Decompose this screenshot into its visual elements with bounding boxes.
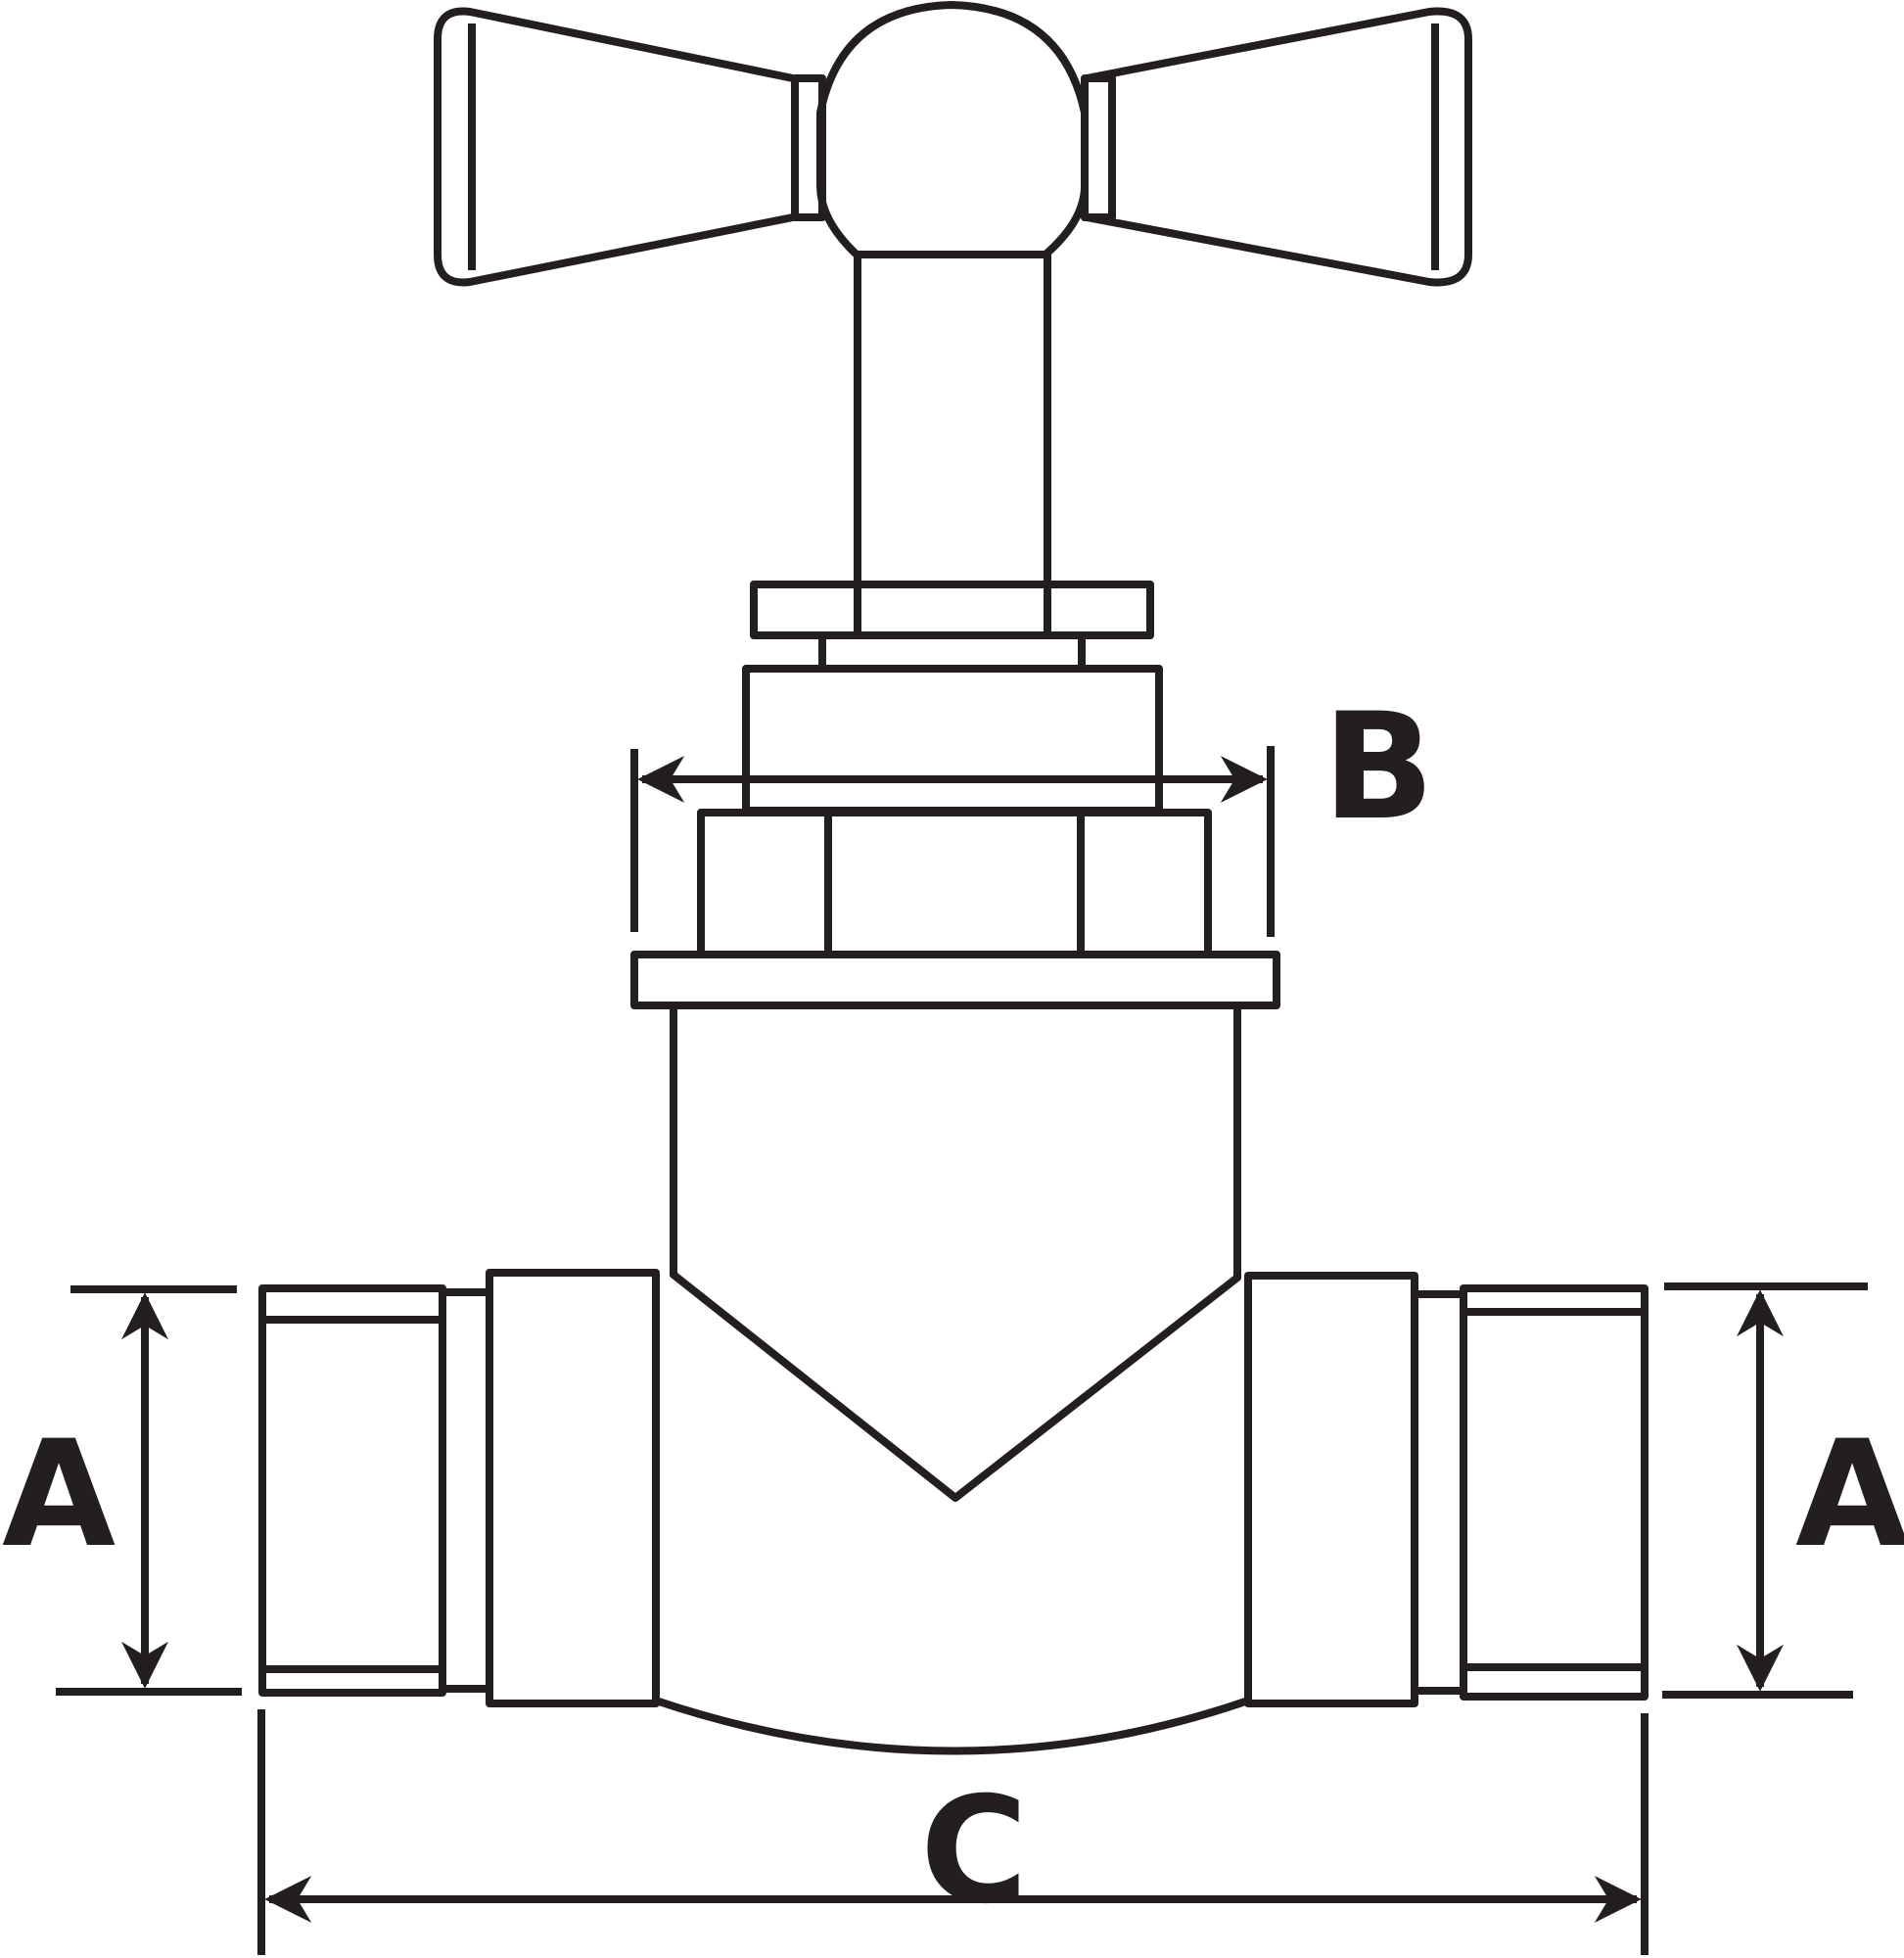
right-neck <box>1411 1290 1467 1695</box>
left-neck <box>439 1288 493 1693</box>
dim-b-label: B <box>1323 682 1434 853</box>
left-body-hex <box>486 1269 660 1707</box>
handle-right-wing <box>1086 7 1472 287</box>
valve-body <box>258 1005 1649 1755</box>
gland-plate <box>750 581 1154 639</box>
t-handle <box>434 1 1472 287</box>
handle-right-collar <box>1081 74 1116 221</box>
dimension-c: C <box>257 1709 1649 1955</box>
dimension-a-left: A <box>2 1285 242 1696</box>
right-port <box>1460 1284 1649 1701</box>
dimension-b: B <box>630 682 1434 937</box>
dim-a-left-label: A <box>2 1410 116 1580</box>
bonnet-top <box>742 665 1163 815</box>
right-body-hex <box>1244 1272 1418 1707</box>
body-bottom-curve <box>654 1697 1250 1755</box>
left-port <box>258 1284 446 1697</box>
bonnet-flange <box>630 951 1280 1009</box>
dimension-a-right: A <box>1662 1282 1904 1699</box>
dim-a-right-label: A <box>1795 1410 1904 1580</box>
stem-assembly <box>630 255 1280 1009</box>
handle-hub <box>816 1 1089 258</box>
gland-neck <box>818 631 1086 673</box>
bonnet-nut <box>697 809 1212 958</box>
body-outline <box>670 1005 1241 1502</box>
handle-left-wing <box>434 7 794 287</box>
dim-c-label: C <box>920 1766 1028 1936</box>
